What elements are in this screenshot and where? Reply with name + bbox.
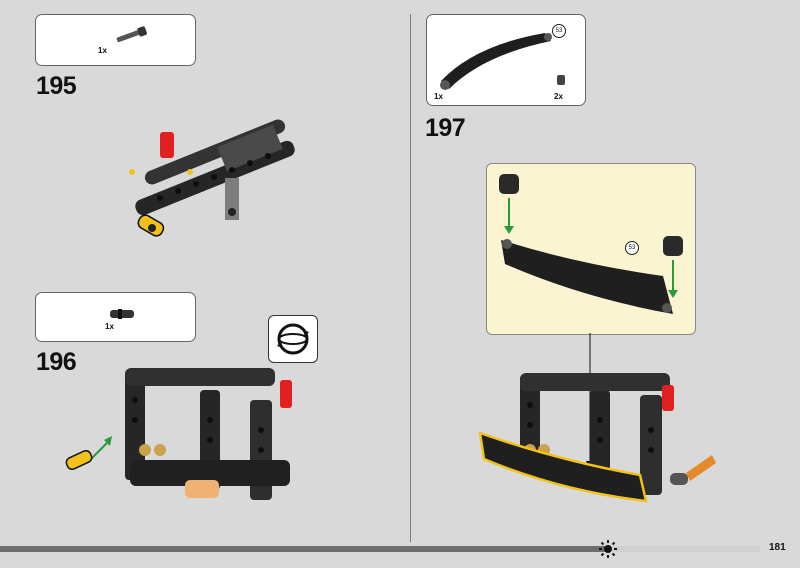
rotate-model-callout xyxy=(268,315,318,363)
parts-callout-197: 53 1x 2x xyxy=(426,14,586,106)
parts-callout-195: 1x xyxy=(35,14,196,66)
parts-qty-197-right: 2x xyxy=(554,92,563,101)
parts-callout-196: 1x xyxy=(35,292,196,342)
progress-bar-fill xyxy=(0,546,608,552)
model-assembly-195 xyxy=(129,119,295,237)
rotate-model-icon xyxy=(277,323,309,355)
sub-assembly-callout: 53 xyxy=(486,163,696,335)
sub-assembly-beam xyxy=(499,174,683,314)
model-assembly-197 xyxy=(478,373,716,503)
page-number: 181 xyxy=(769,542,786,553)
curved-beam-part-icon xyxy=(440,33,565,90)
progress-bar xyxy=(0,546,760,552)
sub-assembly-part-id-tag: 53 xyxy=(625,241,639,255)
page-column-divider xyxy=(410,14,411,542)
step-number-195: 195 xyxy=(36,72,77,100)
sun-marker-icon xyxy=(599,540,617,558)
step-number-197: 197 xyxy=(425,114,466,142)
part-id-tag: 53 xyxy=(552,24,566,38)
parts-qty-197-left: 1x xyxy=(434,92,443,101)
axle-pin-part-icon xyxy=(116,26,147,43)
parts-qty-196: 1x xyxy=(105,322,114,331)
model-assembly-196 xyxy=(65,368,292,500)
connector-pin-part-icon xyxy=(110,309,134,319)
parts-qty-195: 1x xyxy=(98,46,107,55)
step-number-196: 196 xyxy=(36,348,77,376)
